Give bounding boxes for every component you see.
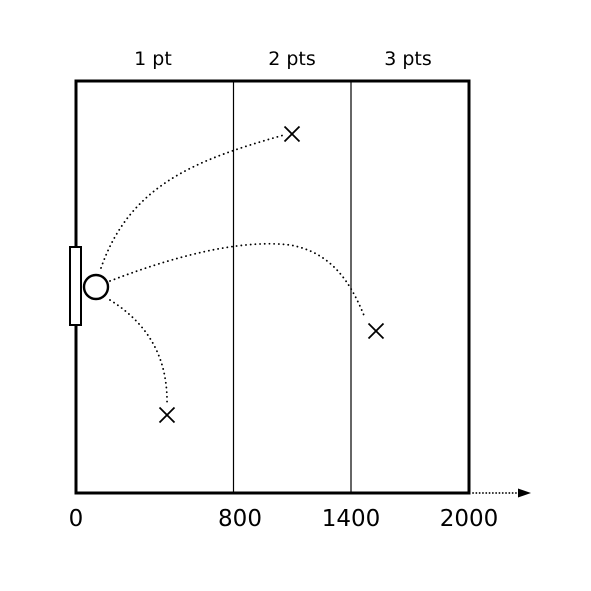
circle-launcher-icon	[82, 273, 110, 301]
zone-label-1pt: 1 pt	[134, 48, 172, 70]
tick-label-2000: 2000	[440, 506, 499, 532]
tick-label-1400: 1400	[322, 506, 381, 532]
trajectory-middle	[109, 242, 366, 319]
tick-label-0: 0	[69, 506, 84, 532]
x-mark-icon	[158, 406, 176, 424]
trajectory-lower	[109, 299, 168, 406]
tick-label-800: 800	[218, 506, 262, 532]
trajectory-upper	[100, 134, 285, 269]
zone-label-3pts: 3 pts	[384, 48, 432, 70]
field-border	[74, 79, 471, 495]
arrow-head-icon	[518, 488, 531, 498]
launch-pad-icon	[69, 246, 82, 326]
x-mark-icon	[367, 322, 385, 340]
zone-label-2pts: 2 pts	[268, 48, 316, 70]
x-mark-icon	[283, 125, 301, 143]
